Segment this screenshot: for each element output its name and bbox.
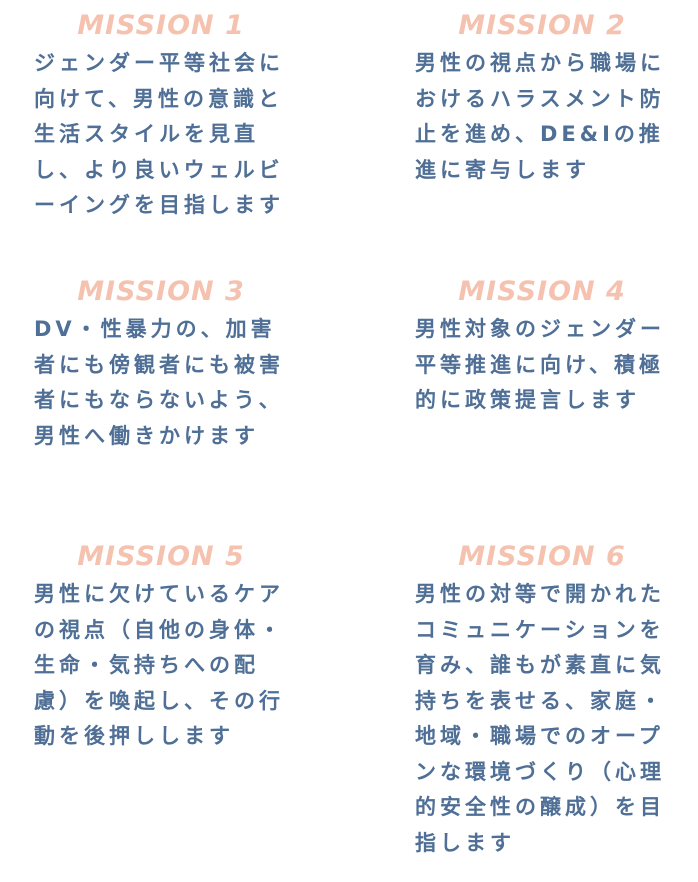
mission-5-title: MISSION 5 <box>77 541 245 572</box>
mission-1-title: MISSION 1 <box>77 10 245 41</box>
mission-4-text: 男性対象のジェンダー平等推進に向け、積極的に政策提言します <box>415 317 665 412</box>
mission-2-title: MISSION 2 <box>458 10 626 41</box>
mission-2-block: MISSION 2 男性の視点から職場におけるハラスメント防止を進め、DE&Iの… <box>411 6 673 188</box>
mission-1-text: ジェンダー平等社会に向けて、男性の意識と生活スタイルを見直し、より良いウェルビー… <box>34 51 284 217</box>
mission-2-text: 男性の視点から職場におけるハラスメント防止を進め、DE&Iの推進に寄与します <box>415 51 665 182</box>
mission-5-text: 男性に欠けているケアの視点（自他の身体・生命・気持ちへの配慮）を喚起し、その行動… <box>34 582 284 748</box>
mission-5-block: MISSION 5 男性に欠けているケアの視点（自他の身体・生命・気持ちへの配慮… <box>30 537 292 755</box>
mission-6-block: MISSION 6 男性の対等で開かれたコミュニケーションを育み、誰もが素直に気… <box>411 537 673 861</box>
mission-4-title: MISSION 4 <box>458 276 626 307</box>
mission-3-title: MISSION 3 <box>77 276 245 307</box>
mission-6-text: 男性の対等で開かれたコミュニケーションを育み、誰もが素直に気持ちを表せる、家庭・… <box>415 582 665 855</box>
mission-6-title: MISSION 6 <box>458 541 626 572</box>
mission-3-block: MISSION 3 DV・性暴力の、加害者にも傍観者にも被害者にもならないよう、… <box>30 272 292 454</box>
mission-4-block: MISSION 4 男性対象のジェンダー平等推進に向け、積極的に政策提言します <box>411 272 673 419</box>
mission-3-text: DV・性暴力の、加害者にも傍観者にも被害者にもならないよう、男性へ働きかけます <box>34 317 284 448</box>
mission-1-block: MISSION 1 ジェンダー平等社会に向けて、男性の意識と生活スタイルを見直し… <box>30 6 292 224</box>
